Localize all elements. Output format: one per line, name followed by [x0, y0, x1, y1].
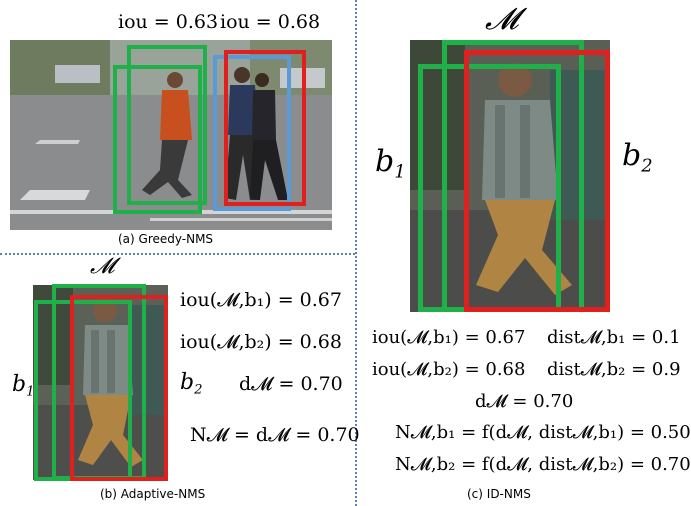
eq-iou-b2: iou(𝓜,b₂) = 0.68: [180, 331, 342, 353]
eq-threshold-b1-c: N𝓜,b₁ = f(d𝓜, dist𝓜,b₁) = 0.50: [395, 422, 691, 443]
eq-dist-b2-c: dist𝓜,b₂ = 0.9: [547, 359, 681, 380]
eq-density: d𝓜 = 0.70: [239, 373, 343, 395]
b2-label-c: b2: [622, 138, 653, 177]
eq-iou-b2-c: iou(𝓜,b₂) = 0.68: [372, 359, 526, 380]
street-scene-illustration: [10, 40, 332, 230]
iou-label-red: iou = 0.68: [220, 11, 321, 33]
eq-iou-b1-c: iou(𝓜,b₁) = 0.67: [372, 327, 526, 348]
red-box-a: [224, 50, 306, 206]
blue-box-a: [213, 55, 291, 211]
caption-id-nms: (c) ID-NMS: [467, 487, 531, 501]
street-photo: [10, 40, 332, 230]
b1-label-c: b1: [375, 144, 406, 183]
red-box-c: [464, 50, 610, 312]
eq-threshold-b2-c: N𝓜,b₂ = f(d𝓜, dist𝓜,b₂) = 0.70: [395, 454, 691, 475]
eq-iou-b1: iou(𝓜,b₁) = 0.67: [180, 289, 342, 311]
green-box-a-inner: [113, 65, 202, 214]
m-label-b: 𝓜: [90, 254, 115, 279]
b2-label-b: b2: [180, 370, 203, 398]
eq-dist-b1-c: dist𝓜,b₁ = 0.1: [547, 327, 681, 348]
eq-density-c: d𝓜 = 0.70: [475, 391, 574, 412]
vertical-divider: [355, 0, 357, 506]
eq-threshold: N𝓜 = d𝓜 = 0.70: [190, 424, 360, 446]
green-box-a-outer: [127, 45, 207, 205]
b1-label-b: b1: [12, 372, 35, 400]
caption-adaptive-nms: (b) Adaptive-NMS: [100, 487, 206, 501]
caption-greedy-nms: (a) Greedy-NMS: [118, 232, 214, 246]
red-box-b: [70, 295, 168, 481]
horizontal-divider: [0, 253, 355, 255]
m-label-c: 𝓜: [485, 2, 519, 37]
iou-label-green: iou = 0.63: [118, 11, 219, 33]
